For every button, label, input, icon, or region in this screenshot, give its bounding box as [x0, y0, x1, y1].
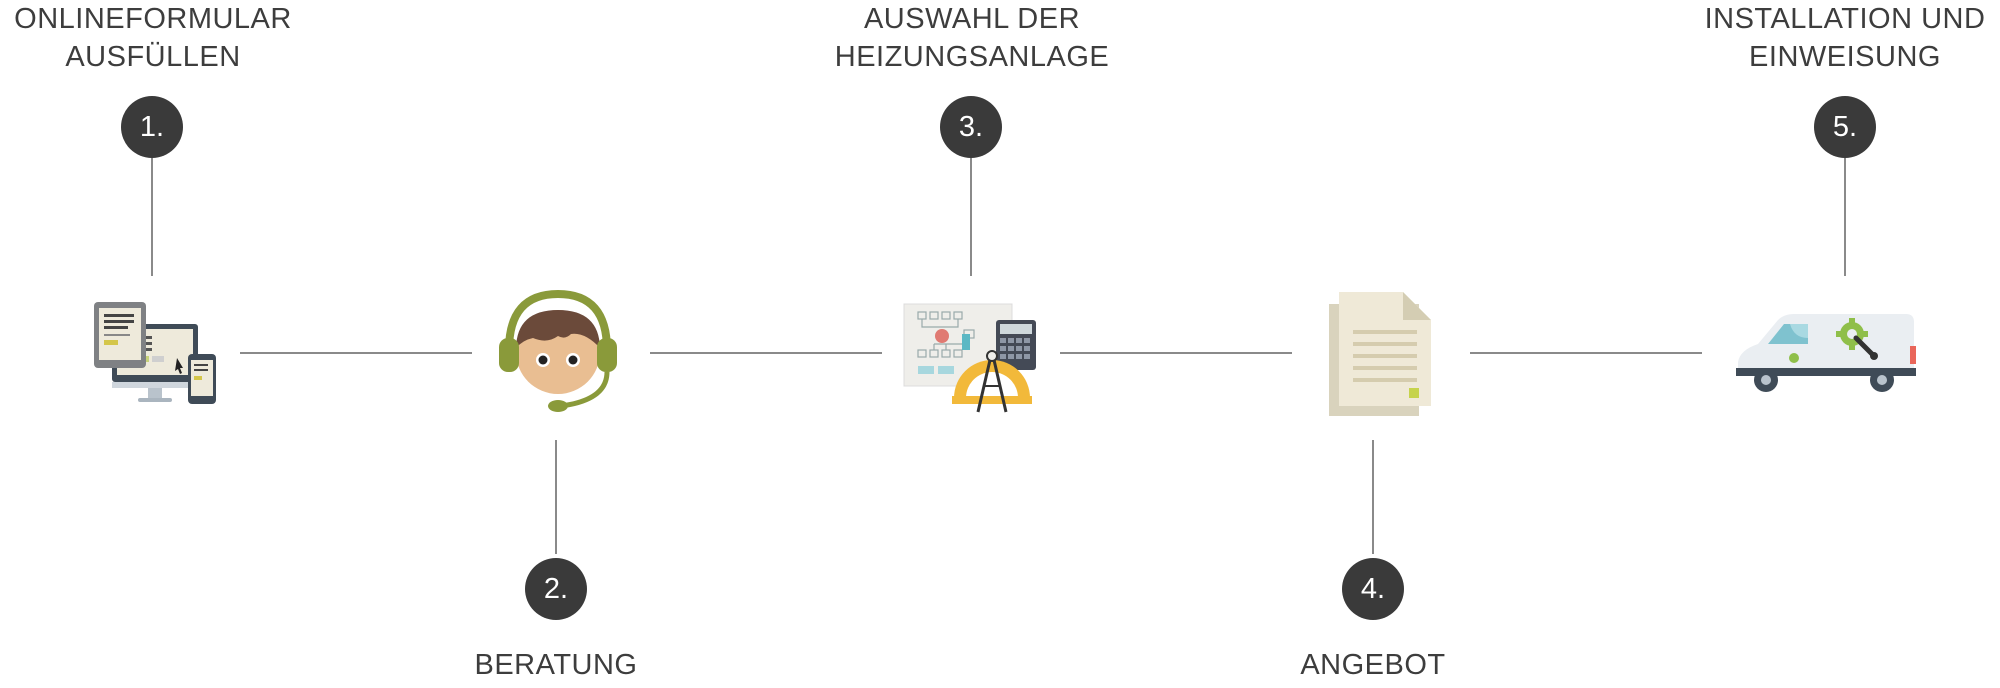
connector-line-3-4	[1060, 352, 1292, 354]
step-5-title: INSTALLATION UND EINWEISUNG	[1665, 0, 2000, 76]
planning-tools-icon	[902, 300, 1042, 416]
step-4-stem-line	[1372, 440, 1374, 554]
connector-line-4-5	[1470, 352, 1702, 354]
headset-agent-icon	[495, 288, 625, 418]
service-van-icon	[1734, 310, 1920, 396]
step-1-title-line-1: ONLINEFORMULAR	[14, 3, 292, 35]
step-1-number-badge: 1.	[121, 96, 183, 158]
connector-line-2-3	[650, 352, 882, 354]
step-3-title-line-2: HEIZUNGSANLAGE	[834, 41, 1110, 73]
step-2-stem-line	[555, 440, 557, 554]
step-3-number-badge: 3.	[940, 96, 1002, 158]
step-3-title: AUSWAHL DER HEIZUNGSANLAGE	[792, 0, 1152, 76]
step-3-title-line-1: AUSWAHL DER	[863, 3, 1081, 35]
connector-line-1-2	[240, 352, 472, 354]
step-5-number-badge: 5.	[1814, 96, 1876, 158]
step-2-title-line-1: BERATUNG	[474, 649, 638, 681]
step-2-number-badge: 2.	[525, 558, 587, 620]
step-1-stem-line	[151, 158, 153, 276]
step-1-title-line-2: AUSFÜLLEN	[65, 41, 241, 73]
document-icon	[1325, 290, 1435, 420]
step-5-stem-line	[1844, 158, 1846, 276]
step-3-stem-line	[970, 158, 972, 276]
step-5-title-line-1: INSTALLATION UND	[1704, 3, 1986, 35]
step-4-title-line-1: ANGEBOT	[1300, 649, 1446, 681]
step-5-title-line-2: EINWEISUNG	[1749, 41, 1941, 73]
step-4-title: ANGEBOT	[1193, 646, 1553, 684]
devices-icon	[92, 300, 222, 410]
step-1-title: ONLINEFORMULAR AUSFÜLLEN	[0, 0, 333, 76]
step-2-title: BERATUNG	[376, 646, 736, 684]
step-4-number-badge: 4.	[1342, 558, 1404, 620]
